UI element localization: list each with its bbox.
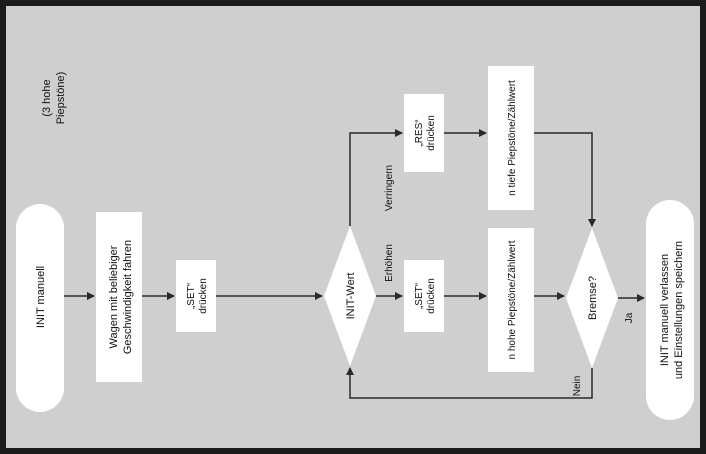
edge-label-increase: Erhöhen [384, 244, 395, 282]
drive-label-line1: Wagen mit beliebiger [108, 245, 120, 348]
set1-label-line2: drücken [198, 278, 209, 314]
edge-countdown-brake [534, 132, 596, 227]
end-node: INIT manuell verlassen und Einstellungen… [646, 200, 694, 420]
brake-node: Bremse? [566, 228, 618, 368]
set1-node: „SET“ drücken [176, 260, 216, 332]
end-label-line2: und Einstellungen speichern [673, 241, 685, 379]
set2-label-line1: „SET“ [414, 283, 425, 309]
count-up-label: n hohe Piepstöne/Zählwert [507, 240, 518, 359]
decision-label: INIT-Wert [345, 273, 357, 320]
connectors [64, 129, 645, 399]
edge-decision-res [349, 129, 403, 226]
end-label-line1: INIT manuell verlassen [659, 254, 671, 366]
edge-brake-no-loop [346, 367, 593, 399]
edge-label-decrease: Verringern [384, 165, 395, 211]
drive-label-line2: Geschwindigkeit fahren [122, 240, 134, 354]
edge-label-no: Nein [572, 376, 583, 397]
res-label-line1: „RES“ [414, 119, 425, 146]
brake-label: Bremse? [587, 276, 599, 320]
set2-label-line2: drücken [426, 278, 437, 314]
start-node: INIT manuell [16, 204, 64, 412]
diagram-canvas: (3 hohe Piepstöne) INIT manuell Wagen mi… [6, 6, 700, 448]
note-text: (3 hohe Piepstöne) [41, 72, 67, 125]
drive-node: Wagen mit beliebiger Geschwindigkeit fah… [96, 212, 142, 382]
res-label-line2: drücken [426, 115, 437, 151]
svg-text:Piepstöne): Piepstöne) [55, 72, 67, 125]
count-up-node: n hohe Piepstöne/Zählwert [488, 228, 534, 372]
flowchart: (3 hohe Piepstöne) INIT manuell Wagen mi… [16, 66, 694, 420]
set1-label-line1: „SET“ [186, 283, 197, 309]
decision-node: INIT-Wert [324, 226, 376, 366]
edge-label-yes: Ja [624, 312, 635, 323]
res-node: „RES“ drücken [404, 94, 444, 172]
set2-node: „SET“ drücken [404, 260, 444, 332]
svg-text:(3 hohe: (3 hohe [41, 79, 53, 116]
start-label: INIT manuell [35, 266, 47, 328]
count-down-node: n tiefe Piepstöne/Zählwert [488, 66, 534, 210]
count-down-label: n tiefe Piepstöne/Zählwert [507, 80, 518, 196]
